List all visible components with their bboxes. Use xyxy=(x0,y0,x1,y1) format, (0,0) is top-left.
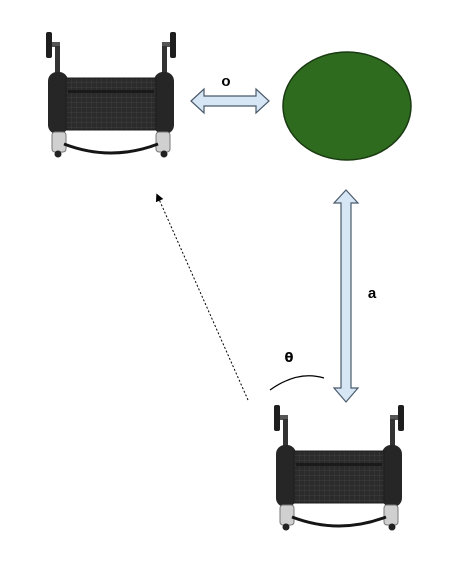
dotted-direction-arrow xyxy=(155,193,249,401)
angle-label: θ xyxy=(285,351,294,366)
opposite-double-arrow xyxy=(190,87,270,115)
wheelchair-bottom-right-icon xyxy=(272,403,406,532)
target-circle xyxy=(282,51,412,161)
angle-arc xyxy=(269,375,325,391)
adjacent-double-arrow xyxy=(332,189,360,403)
opposite-label: o xyxy=(221,73,230,90)
wheelchair-top-left-icon xyxy=(44,30,178,159)
adjacent-label: a xyxy=(368,285,377,302)
